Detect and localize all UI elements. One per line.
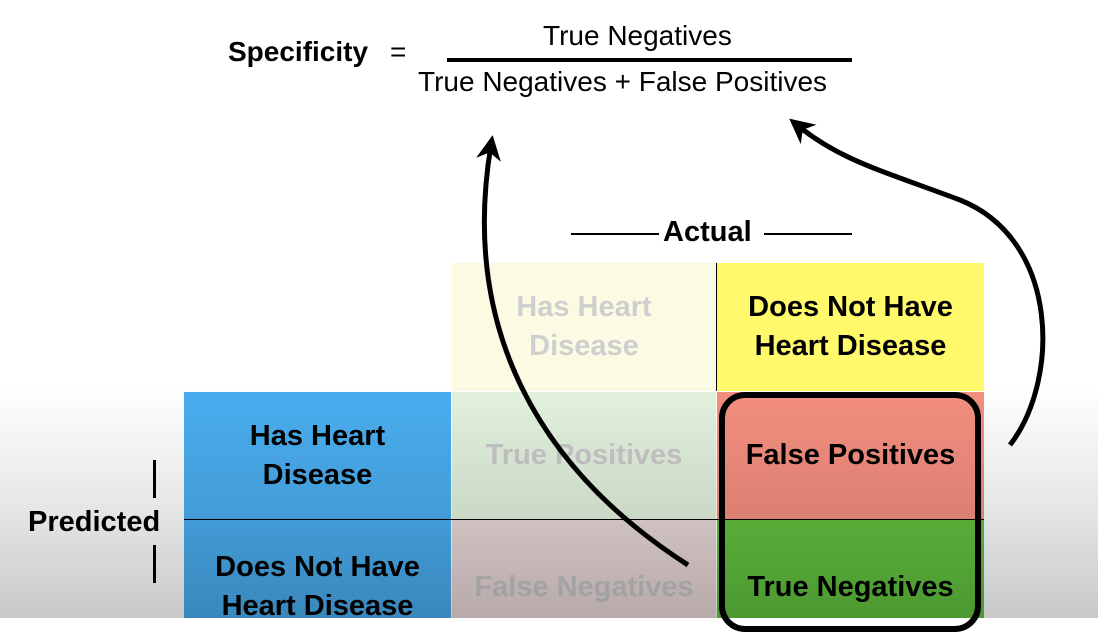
predicted-line-top — [153, 460, 156, 498]
column-header-has-heart-disease: Has Heart Disease — [452, 263, 716, 391]
cell-true-positives: True Positives — [452, 392, 716, 519]
column-header-does-not-have-heart-disease: Does Not Have Heart Disease — [717, 263, 984, 391]
highlight-box — [719, 392, 981, 632]
cell-false-negatives: False Negatives — [452, 520, 716, 618]
row-header-has-heart-disease: Has Heart Disease — [184, 392, 451, 519]
formula-numerator: True Negatives — [543, 20, 732, 51]
predicted-label: Predicted — [28, 506, 161, 538]
row-header-does-not-have-heart-disease: Does Not Have Heart Disease — [184, 520, 451, 622]
specificity-label: Specificity — [228, 36, 369, 67]
fraction-bar — [447, 58, 852, 62]
cell-true-negatives: True Negatives — [717, 520, 984, 618]
predicted-line-bottom — [153, 545, 156, 583]
formula-denominator: True Negatives + False Positives — [418, 66, 828, 97]
equals-sign: = — [390, 36, 407, 67]
actual-label: Actual — [663, 216, 752, 248]
actual-line-right — [764, 233, 852, 235]
column-divider — [716, 263, 717, 391]
actual-line-left — [571, 233, 659, 235]
